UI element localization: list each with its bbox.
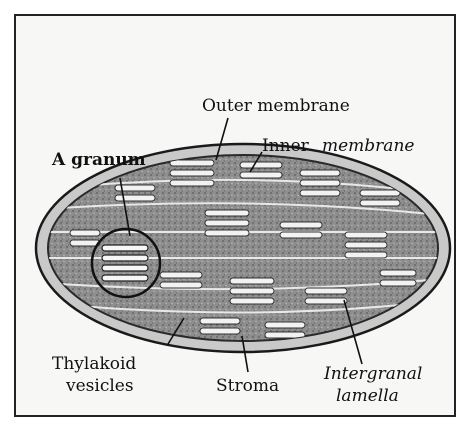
label-thylakoid-line2: vesicles [66,376,134,396]
label-inner: Inner [262,136,309,156]
label-thylakoid-line1: Thylakoid [52,354,136,374]
granum-stack [230,278,274,304]
label-intergranal-line2: lamella [336,386,399,406]
granum-stack [170,160,214,186]
label-intergranal-line1: Intergranal [324,364,422,384]
granum-stack [345,232,387,258]
granum-stack [300,170,340,196]
label-a-granum: A granum [52,150,146,170]
label-outer-membrane: Outer membrane [202,96,350,116]
granum-stack [205,210,249,236]
label-stroma: Stroma [216,376,279,396]
label-membrane: membrane [322,136,414,156]
